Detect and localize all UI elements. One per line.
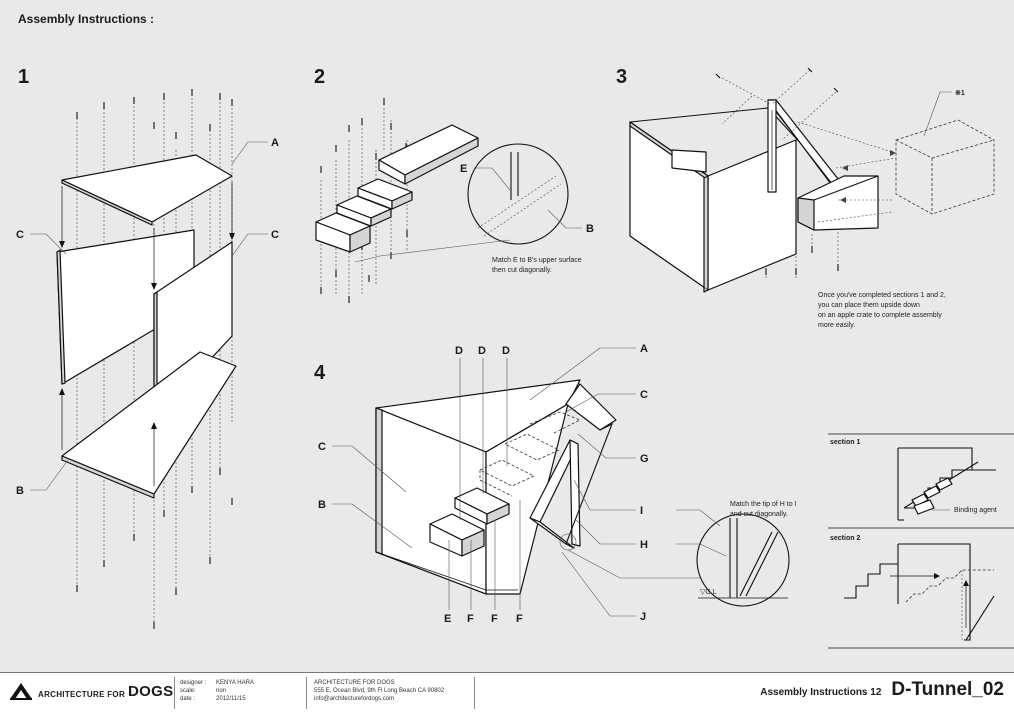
panel-a bbox=[61, 154, 233, 223]
document-subtitle: Assembly Instructions 12 bbox=[760, 687, 882, 698]
designer-name: KENYA HARA bbox=[216, 680, 254, 686]
brand-small: ARCHITECTURE FOR bbox=[38, 689, 126, 699]
note-step4-line2: and cut diagonally. bbox=[730, 511, 788, 518]
document-title: Assembly Instructions 12 D-Tunnel_02 bbox=[760, 679, 1004, 701]
label-a: A bbox=[640, 343, 648, 355]
note-step2-line1: Match E to B's upper surface bbox=[492, 257, 582, 264]
step-number-3: 3 bbox=[616, 66, 628, 88]
step-number-2: 2 bbox=[314, 66, 326, 88]
label-a: A bbox=[271, 137, 279, 149]
label-c: C bbox=[16, 229, 24, 241]
note-step4-line1: Match the tip of H to I bbox=[730, 501, 797, 508]
organization-info: ARCHITECTURE FOR DOGS 555 E, Ocean Blvd,… bbox=[314, 679, 444, 703]
document-code: D-Tunnel_02 bbox=[891, 679, 1004, 700]
note-step3-line4: more easily. bbox=[818, 322, 855, 329]
label-d: D bbox=[455, 345, 463, 357]
note-step2-line2: then cut diagonally. bbox=[492, 267, 552, 274]
label-i: I bbox=[640, 505, 643, 517]
detail-magnifier bbox=[696, 513, 790, 607]
step4-drawing: ▽G.L D D D E F F F C B A bbox=[318, 343, 797, 625]
arrow-right-icon bbox=[890, 150, 896, 156]
label-h: H bbox=[640, 539, 648, 551]
note-step3-line3: on an apple crate to complete assembly bbox=[818, 312, 942, 319]
scale-value: non bbox=[216, 688, 227, 694]
arrow-up-icon bbox=[151, 422, 157, 429]
arrow-down-icon bbox=[229, 233, 235, 240]
binding-agent-label: Binding agent bbox=[954, 507, 997, 514]
note-step3-line1: Once you've completed sections 1 and 2, bbox=[818, 292, 946, 299]
page-title: Assembly Instructions : bbox=[18, 12, 155, 26]
step-number-1: 1 bbox=[18, 66, 30, 88]
step1-drawing: A C C B bbox=[16, 89, 279, 629]
detail-magnifier bbox=[467, 143, 569, 245]
label-e: E bbox=[444, 613, 451, 625]
step2-ticks bbox=[320, 98, 408, 303]
label-g: G bbox=[640, 453, 649, 465]
label-j: J bbox=[640, 611, 646, 623]
label-b: B bbox=[318, 499, 326, 511]
crate-outline bbox=[895, 119, 995, 215]
note-step3-line2: you can place them upside down bbox=[818, 302, 920, 309]
label-f: F bbox=[491, 613, 498, 625]
step2-drawing: E B Match E to B's upper surface then cu… bbox=[315, 98, 594, 303]
section-1-title: section 1 bbox=[830, 439, 860, 446]
step1-ticks bbox=[76, 89, 233, 629]
label-d: D bbox=[478, 345, 486, 357]
label-c: C bbox=[640, 389, 648, 401]
label-e: E bbox=[460, 163, 467, 175]
brand-logo: ARCHITECTURE FOR DOGS bbox=[8, 681, 173, 701]
arrow-up-icon bbox=[59, 388, 65, 395]
label-c: C bbox=[318, 441, 326, 453]
org-address: 555 E, Ocean Blvd, 9th Fl Long Beach CA … bbox=[314, 688, 445, 694]
step-number-4: 4 bbox=[314, 362, 326, 384]
label-b: B bbox=[16, 485, 24, 497]
arrow-down-icon bbox=[151, 283, 157, 290]
assembly-drawing: A C C B bbox=[16, 67, 1014, 649]
arrow-left-icon bbox=[842, 165, 848, 171]
date-value: 2012/11/15 bbox=[216, 696, 246, 702]
box-side-left bbox=[629, 121, 709, 291]
brand-big: DOGS bbox=[128, 682, 174, 700]
label-f: F bbox=[467, 613, 474, 625]
label-b: B bbox=[586, 223, 594, 235]
section-details: section 1 Binding agent section 2 bbox=[828, 433, 1014, 649]
title-block: ARCHITECTURE FOR DOGS designer :KENYA HA… bbox=[0, 672, 1014, 714]
box-side-right bbox=[707, 139, 797, 291]
arrow-left-icon bbox=[840, 197, 846, 203]
arrow-right-icon bbox=[934, 573, 940, 579]
arrow-up-icon bbox=[963, 580, 969, 586]
org-name: ARCHITECTURE FOR DOGS bbox=[314, 680, 395, 686]
designer-meta: designer :KENYA HARA scale:non date :201… bbox=[180, 680, 254, 702]
label-d: D bbox=[502, 345, 510, 357]
ground-level-mark: ▽G.L bbox=[700, 589, 717, 596]
arrow-down-icon bbox=[59, 241, 65, 248]
label-c: C bbox=[271, 229, 279, 241]
staircase-part bbox=[315, 124, 479, 253]
org-email: info@architecturefordogs.com bbox=[314, 696, 395, 702]
mark-note-1: ※1 bbox=[955, 89, 965, 97]
label-f: F bbox=[516, 613, 523, 625]
step3-drawing: ※1 Once you've completed sections 1 and … bbox=[629, 67, 995, 329]
dog-house-logo-icon bbox=[10, 683, 32, 700]
section-2-title: section 2 bbox=[830, 535, 860, 542]
